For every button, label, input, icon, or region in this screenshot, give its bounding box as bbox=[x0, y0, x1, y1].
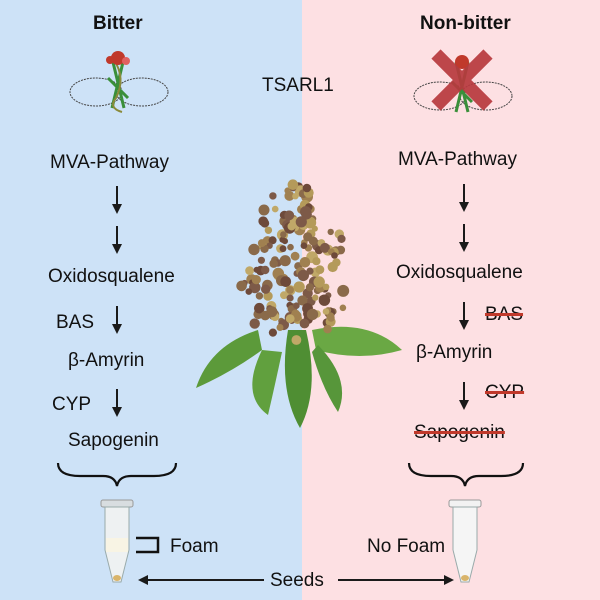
nonbitter-title: Non-bitter bbox=[420, 13, 511, 34]
nonbitter-enzyme-bas: BAS bbox=[485, 304, 524, 325]
nonbitter-step-sapogenin: Sapogenin bbox=[414, 422, 505, 443]
bitter-panel bbox=[0, 0, 302, 600]
foam-bracket bbox=[136, 536, 160, 554]
nonbitter-step-mva: MVA-Pathway bbox=[398, 149, 517, 170]
quinoa-plant-image bbox=[196, 179, 402, 428]
bitter-title: Bitter bbox=[93, 13, 143, 34]
bitter-enzyme-bas: BAS bbox=[56, 312, 95, 333]
foam-label: Foam bbox=[170, 536, 219, 557]
bitter-step-sapogenin: Sapogenin bbox=[68, 430, 159, 451]
bitter-step-amyrin: β-Amyrin bbox=[68, 350, 145, 371]
tube-icon bbox=[100, 499, 134, 583]
nonbitter-step-amyrin: β-Amyrin bbox=[416, 342, 493, 363]
bitter-step-oxidosqualene: Oxidosqualene bbox=[48, 266, 175, 287]
bitter-enzyme-cyp: CYP bbox=[52, 394, 92, 415]
seeds-label: Seeds bbox=[270, 570, 324, 591]
bitter-step-mva: MVA-Pathway bbox=[50, 152, 169, 173]
cross-icon bbox=[431, 49, 493, 111]
curly-brace bbox=[56, 462, 178, 487]
nonbitter-step-oxidosqualene: Oxidosqualene bbox=[396, 262, 523, 283]
tube-icon bbox=[448, 499, 482, 583]
no-foam-label: No Foam bbox=[367, 536, 446, 557]
protein-structure-icon bbox=[69, 51, 169, 113]
nonbitter-enzyme-cyp: CYP bbox=[485, 382, 525, 403]
curly-brace bbox=[407, 462, 525, 487]
gene-label: TSARL1 bbox=[262, 75, 334, 96]
